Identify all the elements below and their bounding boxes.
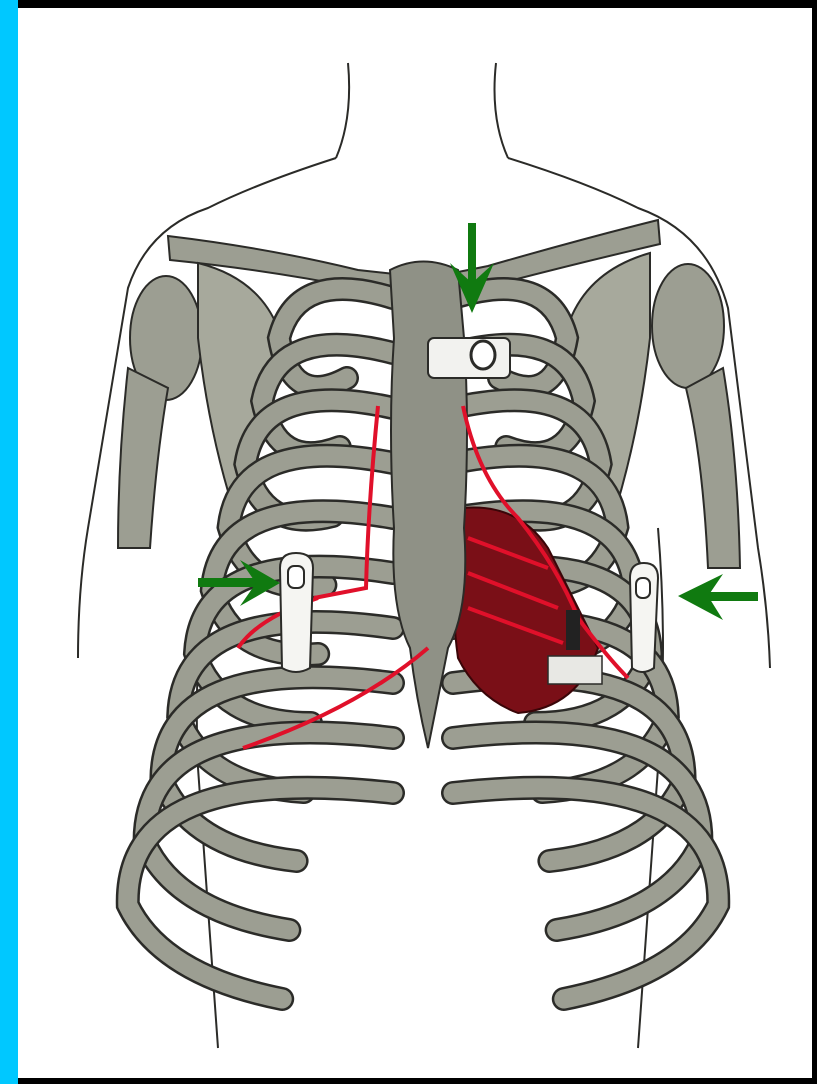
diagram-canvas xyxy=(18,8,812,1078)
rib-right-8 xyxy=(453,677,685,861)
left-accent-bar xyxy=(0,0,18,1084)
rib-left-8 xyxy=(161,677,393,861)
rib-right-9 xyxy=(453,733,701,930)
arrow-left-icon xyxy=(678,574,758,620)
chest-anatomy-illustration xyxy=(18,8,812,1078)
rib-left-9 xyxy=(145,733,393,930)
